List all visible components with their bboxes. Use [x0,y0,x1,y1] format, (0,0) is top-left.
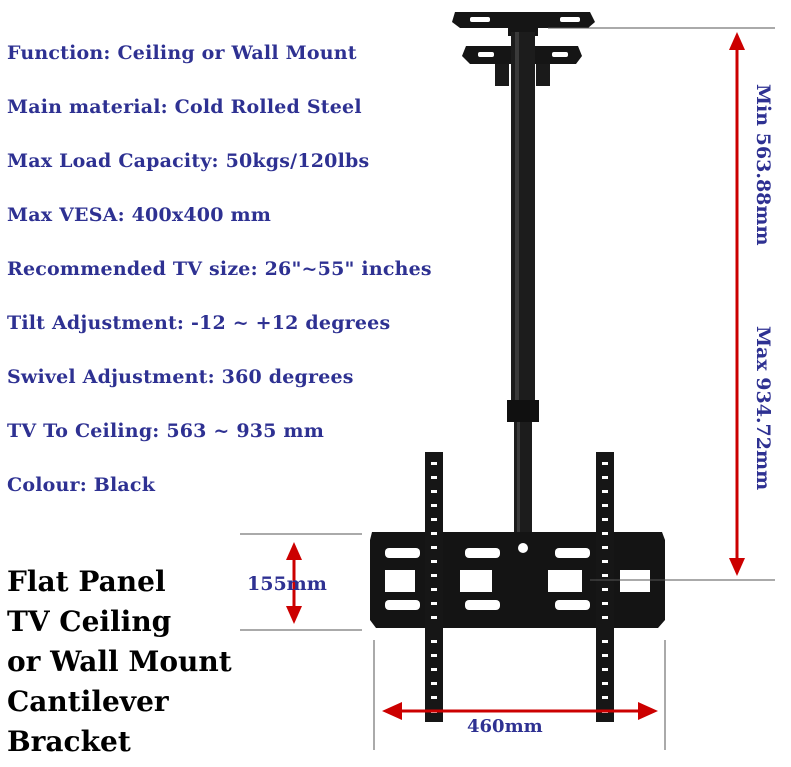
plate-height-label: 155mm [247,573,327,595]
spec-tilt: Tilt Adjustment: -12 ~ +12 degrees [7,312,391,334]
spec-function: Function: Ceiling or Wall Mount [7,42,357,64]
product-title: Flat Panel TV Ceiling or Wall Mount Cant… [7,562,232,762]
spec-max-load: Max Load Capacity: 50kgs/120lbs [7,150,370,172]
spec-max-vesa: Max VESA: 400x400 mm [7,204,272,226]
spec-material: Main material: Cold Rolled Steel [7,96,362,118]
plate-width-label: 460mm [467,716,543,737]
spec-colour: Colour: Black [7,474,156,496]
telescopic-pole [507,32,539,534]
ceiling-plate [452,12,595,36]
max-height-label: Max 934.72mm [752,326,774,491]
vertical-arm-right [596,452,614,722]
min-height-label: Min 563.88mm [752,84,774,246]
spec-swivel: Swivel Adjustment: 360 degrees [7,366,354,388]
dimension-arrows [286,32,745,720]
product-title-line: TV Ceiling [7,605,172,638]
vertical-arm-left [425,452,443,722]
dimension-guide-lines [240,27,775,750]
mounting-plate [370,532,665,628]
product-title-line: Bracket [7,725,131,758]
product-title-line: or Wall Mount [7,645,232,678]
spec-tv-to-ceiling: TV To Ceiling: 563 ~ 935 mm [7,420,325,442]
product-title-line: Cantilever [7,685,169,718]
product-title-line: Flat Panel [7,565,166,598]
spec-tv-size: Recommended TV size: 26"~55" inches [7,258,432,280]
